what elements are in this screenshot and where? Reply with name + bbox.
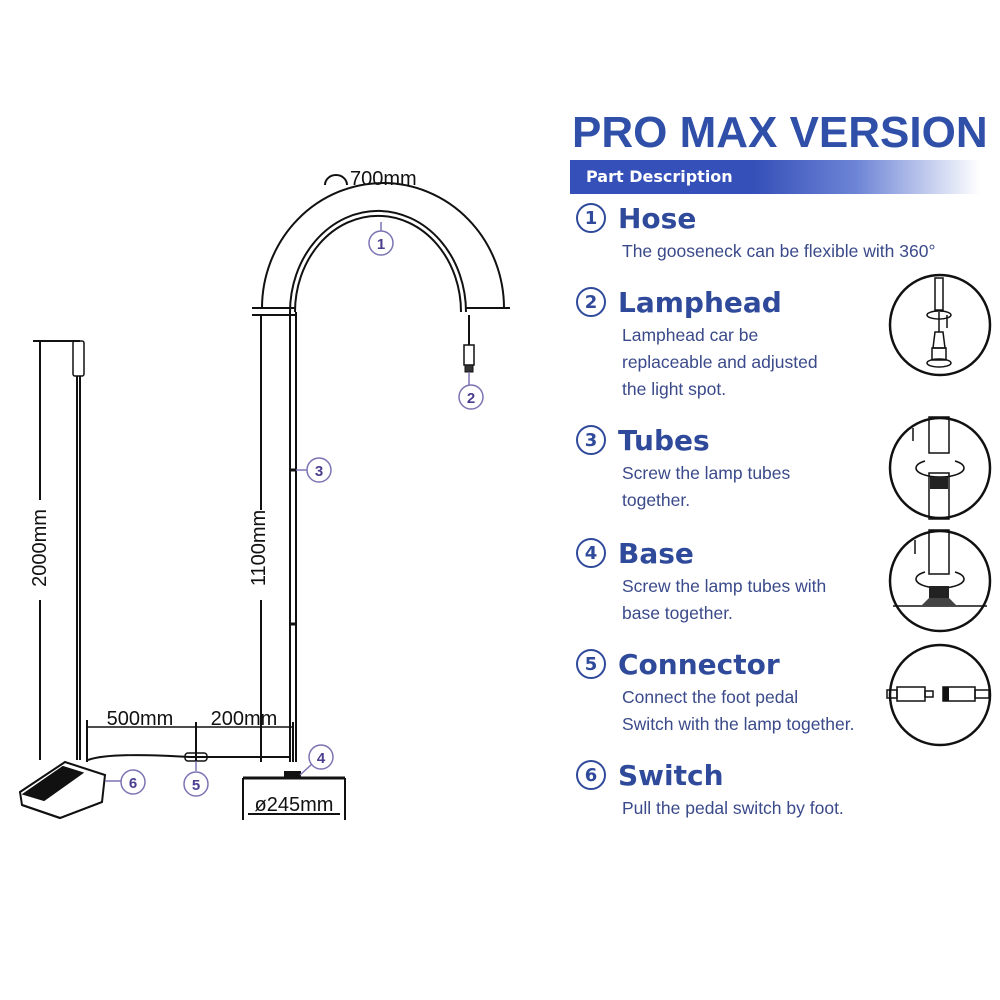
section-header-label: Part Description	[586, 167, 733, 186]
part-item-switch: 6 Switch Pull the pedal switch by foot.	[572, 755, 997, 822]
part-name: Connector	[618, 647, 780, 681]
number-3-icon: 3	[576, 425, 606, 455]
callout-5-icon	[183, 771, 209, 797]
callout-6-icon	[120, 769, 146, 795]
tube-screw-icon	[888, 416, 992, 520]
cable-height-label: 2000mm	[29, 509, 51, 587]
connector-cable-label: 200mm	[211, 708, 278, 730]
part-name: Switch	[618, 758, 724, 792]
svg-text:6: 6	[129, 775, 137, 792]
number-1-icon: 1	[576, 203, 606, 233]
part-description-panel: PRO MAX VERSION Part Description	[570, 108, 995, 194]
part-name: Base	[618, 536, 694, 570]
number-5-icon: 5	[576, 649, 606, 679]
base-diameter-label: ø245mm	[255, 794, 334, 816]
hose-inner	[294, 214, 462, 313]
hose-outer	[289, 209, 467, 313]
part-name: Lamphead	[618, 285, 782, 319]
callout-1-icon	[368, 230, 394, 256]
svg-text:2: 2	[467, 390, 475, 407]
callout-2-icon	[458, 384, 484, 410]
pedal-cable-label: 500mm	[107, 708, 174, 730]
callout-3-icon	[306, 457, 332, 483]
callout-4-icon	[308, 744, 334, 770]
svg-text:3: 3	[315, 463, 323, 480]
lamphead-twist-icon	[888, 273, 992, 377]
lamp-technical-drawing: 700mm 2000mm 1100mm 500mm 200mm ø245mm 1…	[18, 168, 510, 820]
svg-text:1: 1	[377, 236, 385, 253]
part-name: Tubes	[618, 423, 710, 457]
number-2-icon: 2	[576, 287, 606, 317]
base-screw-icon	[888, 529, 992, 633]
arc-dimension-label: 700mm	[350, 168, 417, 190]
section-header-band: Part Description	[570, 160, 980, 194]
svg-text:4: 4	[317, 750, 326, 767]
connector-plug-icon	[886, 643, 992, 747]
part-description: The gooseneck can be flexible with 360°	[622, 241, 936, 261]
page-title: PRO MAX VERSION	[572, 108, 988, 157]
arc-dimension-line	[261, 182, 505, 309]
part-description: Pull the pedal switch by foot.	[622, 798, 844, 818]
tube-height-label: 1100mm	[248, 510, 270, 586]
svg-text:5: 5	[192, 777, 200, 794]
part-name: Hose	[618, 201, 697, 235]
part-item-hose: 1 Hose The gooseneck can be flexible with…	[572, 198, 997, 265]
number-6-icon: 6	[576, 760, 606, 790]
number-4-icon: 4	[576, 538, 606, 568]
